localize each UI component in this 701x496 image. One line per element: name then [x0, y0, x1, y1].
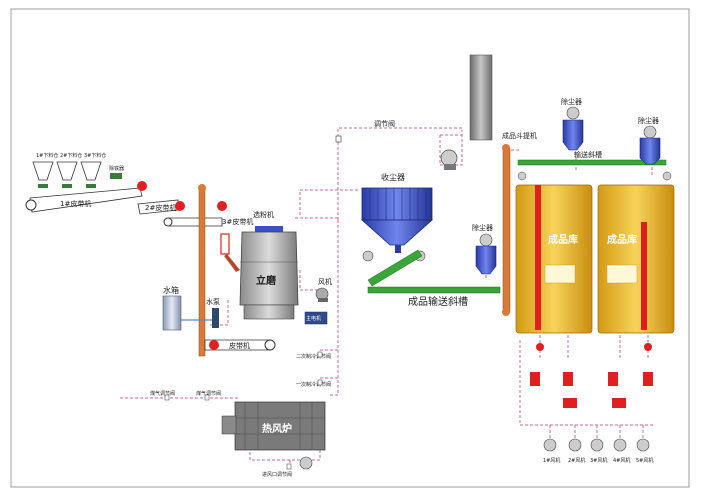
water-pump-label: 水泵: [206, 297, 220, 306]
belt2-head-pulley: [175, 201, 185, 211]
iron-remover-label: 除铁器: [109, 165, 124, 172]
belt-conveyor-2: 2#皮带机: [137, 199, 185, 215]
fan2-label: 2#风机: [568, 457, 585, 464]
chimney: [469, 54, 493, 141]
silo-2: 成品库: [597, 184, 675, 334]
water-tank: [162, 295, 182, 331]
mill-fan-label: 风机: [318, 277, 332, 286]
product-chute-label: 成品输送斜槽: [408, 295, 468, 308]
air-inlet-valve-label: 进风口调节阀: [262, 471, 292, 478]
silo2-label: 成品库: [607, 233, 637, 246]
silo-1: 成品库: [515, 184, 593, 334]
vertical-mill: 选粉机 立磨: [239, 210, 299, 320]
dedust3-label: 除尘器: [638, 116, 659, 125]
main-motor: [304, 311, 328, 325]
bin2-hopper: [56, 161, 78, 181]
fan1-label: 1#风机: [543, 457, 560, 464]
water-pump: [212, 308, 219, 328]
mill-label: 立磨: [256, 274, 277, 287]
belt3-head-pulley: [217, 201, 227, 211]
fan3-label: 3#风机: [590, 457, 607, 464]
belt2-label: 2#皮带机: [145, 203, 176, 212]
belt1-label: 1#皮带机: [60, 199, 91, 208]
bin3-hopper: [80, 161, 102, 181]
silo2-discharge-indicator: [644, 343, 652, 351]
bin1-hopper: [32, 161, 54, 181]
iron-remover: [110, 173, 122, 179]
dedust1-label: 除尘器: [472, 223, 493, 232]
valve-label: 调节阀: [374, 119, 395, 128]
dedust2-label: 除尘器: [561, 97, 582, 106]
belt3-label: 3#皮带机: [222, 217, 253, 226]
hot-stove-label: 热风炉: [262, 422, 292, 435]
elevator-label: 成品斗提机: [502, 131, 537, 140]
chute-top-label: 输送斜槽: [574, 150, 602, 159]
product-bucket-elevator: [502, 147, 511, 313]
bin1-label: 1#下料仓: [36, 152, 58, 159]
fan4-label: 4#风机: [613, 457, 630, 464]
feed-bins: 1#下料仓 2#下料仓 3#下料仓 除铁器: [32, 152, 124, 188]
water-tank-label: 水箱: [163, 285, 179, 295]
separator-label: 选粉机: [253, 210, 274, 219]
bin2-label: 2#下料仓: [60, 152, 82, 159]
bottom-belt-conveyor: 皮带机: [204, 339, 276, 351]
stove-fan: [299, 456, 313, 470]
product-chute: [367, 286, 501, 294]
diagram-border: [10, 8, 690, 488]
belt-conveyor-3: 3#皮带机: [163, 201, 253, 227]
hot-stove: 热风炉: [221, 401, 326, 451]
bin3-label: 3#下料仓: [84, 152, 106, 159]
left-bucket-elevator: [198, 187, 206, 357]
belt1-head-pulley: [137, 181, 147, 191]
primary-valve-label: 一次制冷调节阀: [296, 381, 331, 388]
discharge-gates: [530, 372, 653, 408]
feeder-valve: [220, 233, 230, 255]
silo1-discharge-indicator: [536, 343, 544, 351]
bottom-fans: [543, 438, 650, 452]
fan5-label: 5#风机: [636, 457, 653, 464]
bottom-belt-pulley: [209, 340, 219, 350]
bottom-belt-label: 皮带机: [229, 341, 250, 350]
silo1-label: 成品库: [548, 233, 578, 246]
dust-collector: 收尘器: [360, 172, 434, 253]
secondary-valve-label: 二次制冷调节阀: [296, 353, 331, 360]
adjusting-valve: [335, 135, 342, 143]
collector-fan: [440, 149, 458, 167]
top-conveying-chute: [517, 159, 667, 166]
dust-collector-label: 收尘器: [381, 172, 405, 182]
motor-label: 主电机: [306, 315, 321, 322]
gas-valve1-label: 煤气调节阀: [150, 390, 175, 397]
belt-conveyor-1: 1#皮带机: [25, 181, 147, 213]
gas-valve2-label: 煤气调节阀: [196, 390, 221, 397]
